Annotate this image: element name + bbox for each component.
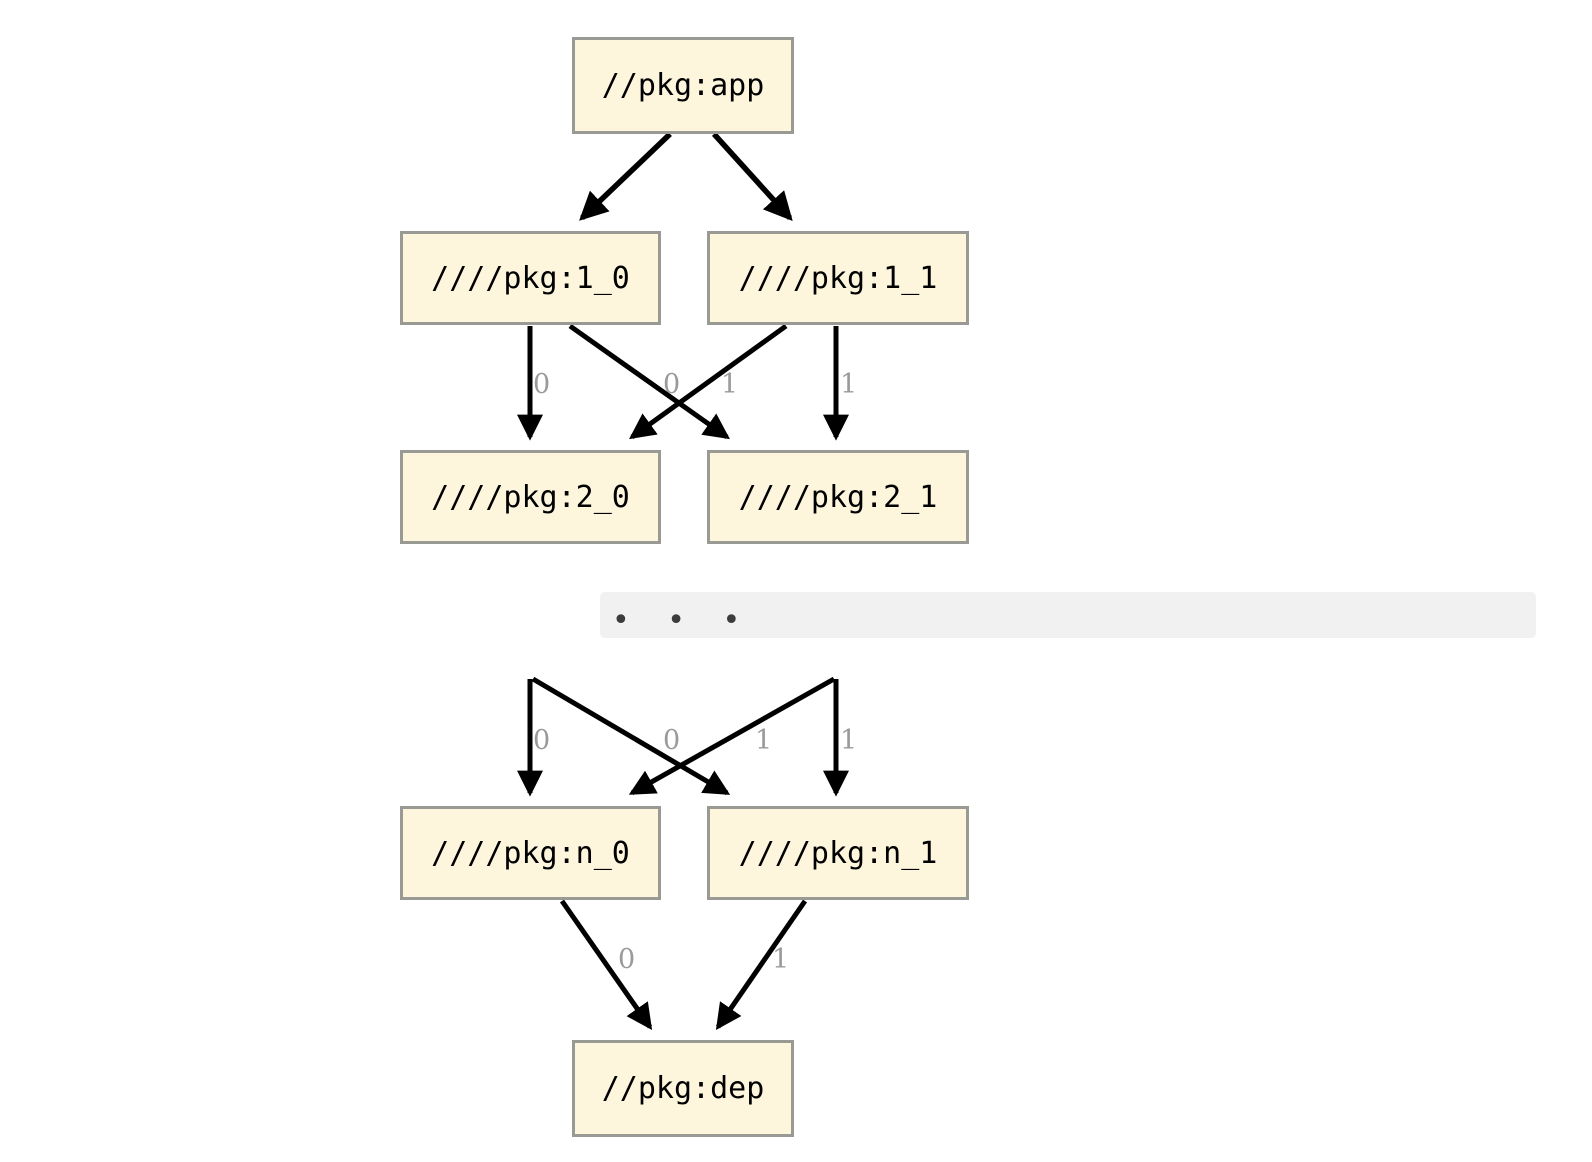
edge-label-hidden_b-n_0: 1: [755, 725, 773, 756]
edge-label-hidden_a-n_1: 0: [663, 725, 681, 756]
ellipsis-dots: • • •: [612, 603, 755, 638]
edge-label-1_0-2_0: 0: [533, 369, 551, 400]
ellipsis-band: • • •: [600, 592, 1536, 638]
edge-n_0-to-dep: [559, 899, 653, 1030]
edge-label-n_1-dep: 1: [772, 944, 790, 975]
edge-hidden_a-to-n_1: [531, 676, 731, 796]
node-1_1[interactable]: ////pkg:1_1: [707, 231, 969, 325]
edge-hidden_b-to-n_0: [628, 676, 836, 796]
node-app[interactable]: //pkg:app: [572, 37, 794, 134]
edge-app-to-1_1: [711, 132, 793, 221]
node-2_0[interactable]: ////pkg:2_0: [400, 450, 661, 544]
node-label-n_1: ////pkg:n_1: [738, 835, 938, 871]
node-label-2_0: ////pkg:2_0: [431, 479, 630, 515]
edge-label-1_0-2_1: 0: [663, 369, 681, 400]
edge-label-hidden_a-n_0: 0: [533, 725, 551, 756]
edge-label-1_1-2_1: 1: [840, 369, 858, 400]
node-label-n_0: ////pkg:n_0: [431, 835, 630, 871]
node-label-app: //pkg:app: [601, 68, 765, 103]
node-2_1[interactable]: ////pkg:2_1: [707, 450, 969, 544]
edge-label-hidden_b-n_1: 1: [840, 725, 858, 756]
node-dep[interactable]: //pkg:dep: [572, 1040, 794, 1137]
edge-label-1_1-2_0: 1: [721, 369, 739, 400]
node-n_0[interactable]: ////pkg:n_0: [400, 806, 661, 900]
node-label-1_0: ////pkg:1_0: [431, 260, 630, 296]
node-label-1_1: ////pkg:1_1: [738, 260, 938, 296]
edge-1_1-to-2_0: [629, 323, 788, 440]
node-1_0[interactable]: ////pkg:1_0: [400, 231, 661, 325]
edge-n_1-to-dep: [715, 899, 808, 1030]
node-label-2_1: ////pkg:2_1: [738, 479, 938, 515]
edge-1_0-to-2_1: [568, 323, 730, 440]
edge-label-n_0-dep: 0: [618, 944, 636, 975]
edge-app-to-1_0: [579, 132, 672, 221]
node-n_1[interactable]: ////pkg:n_1: [707, 806, 969, 900]
node-label-dep: //pkg:dep: [601, 1071, 765, 1106]
